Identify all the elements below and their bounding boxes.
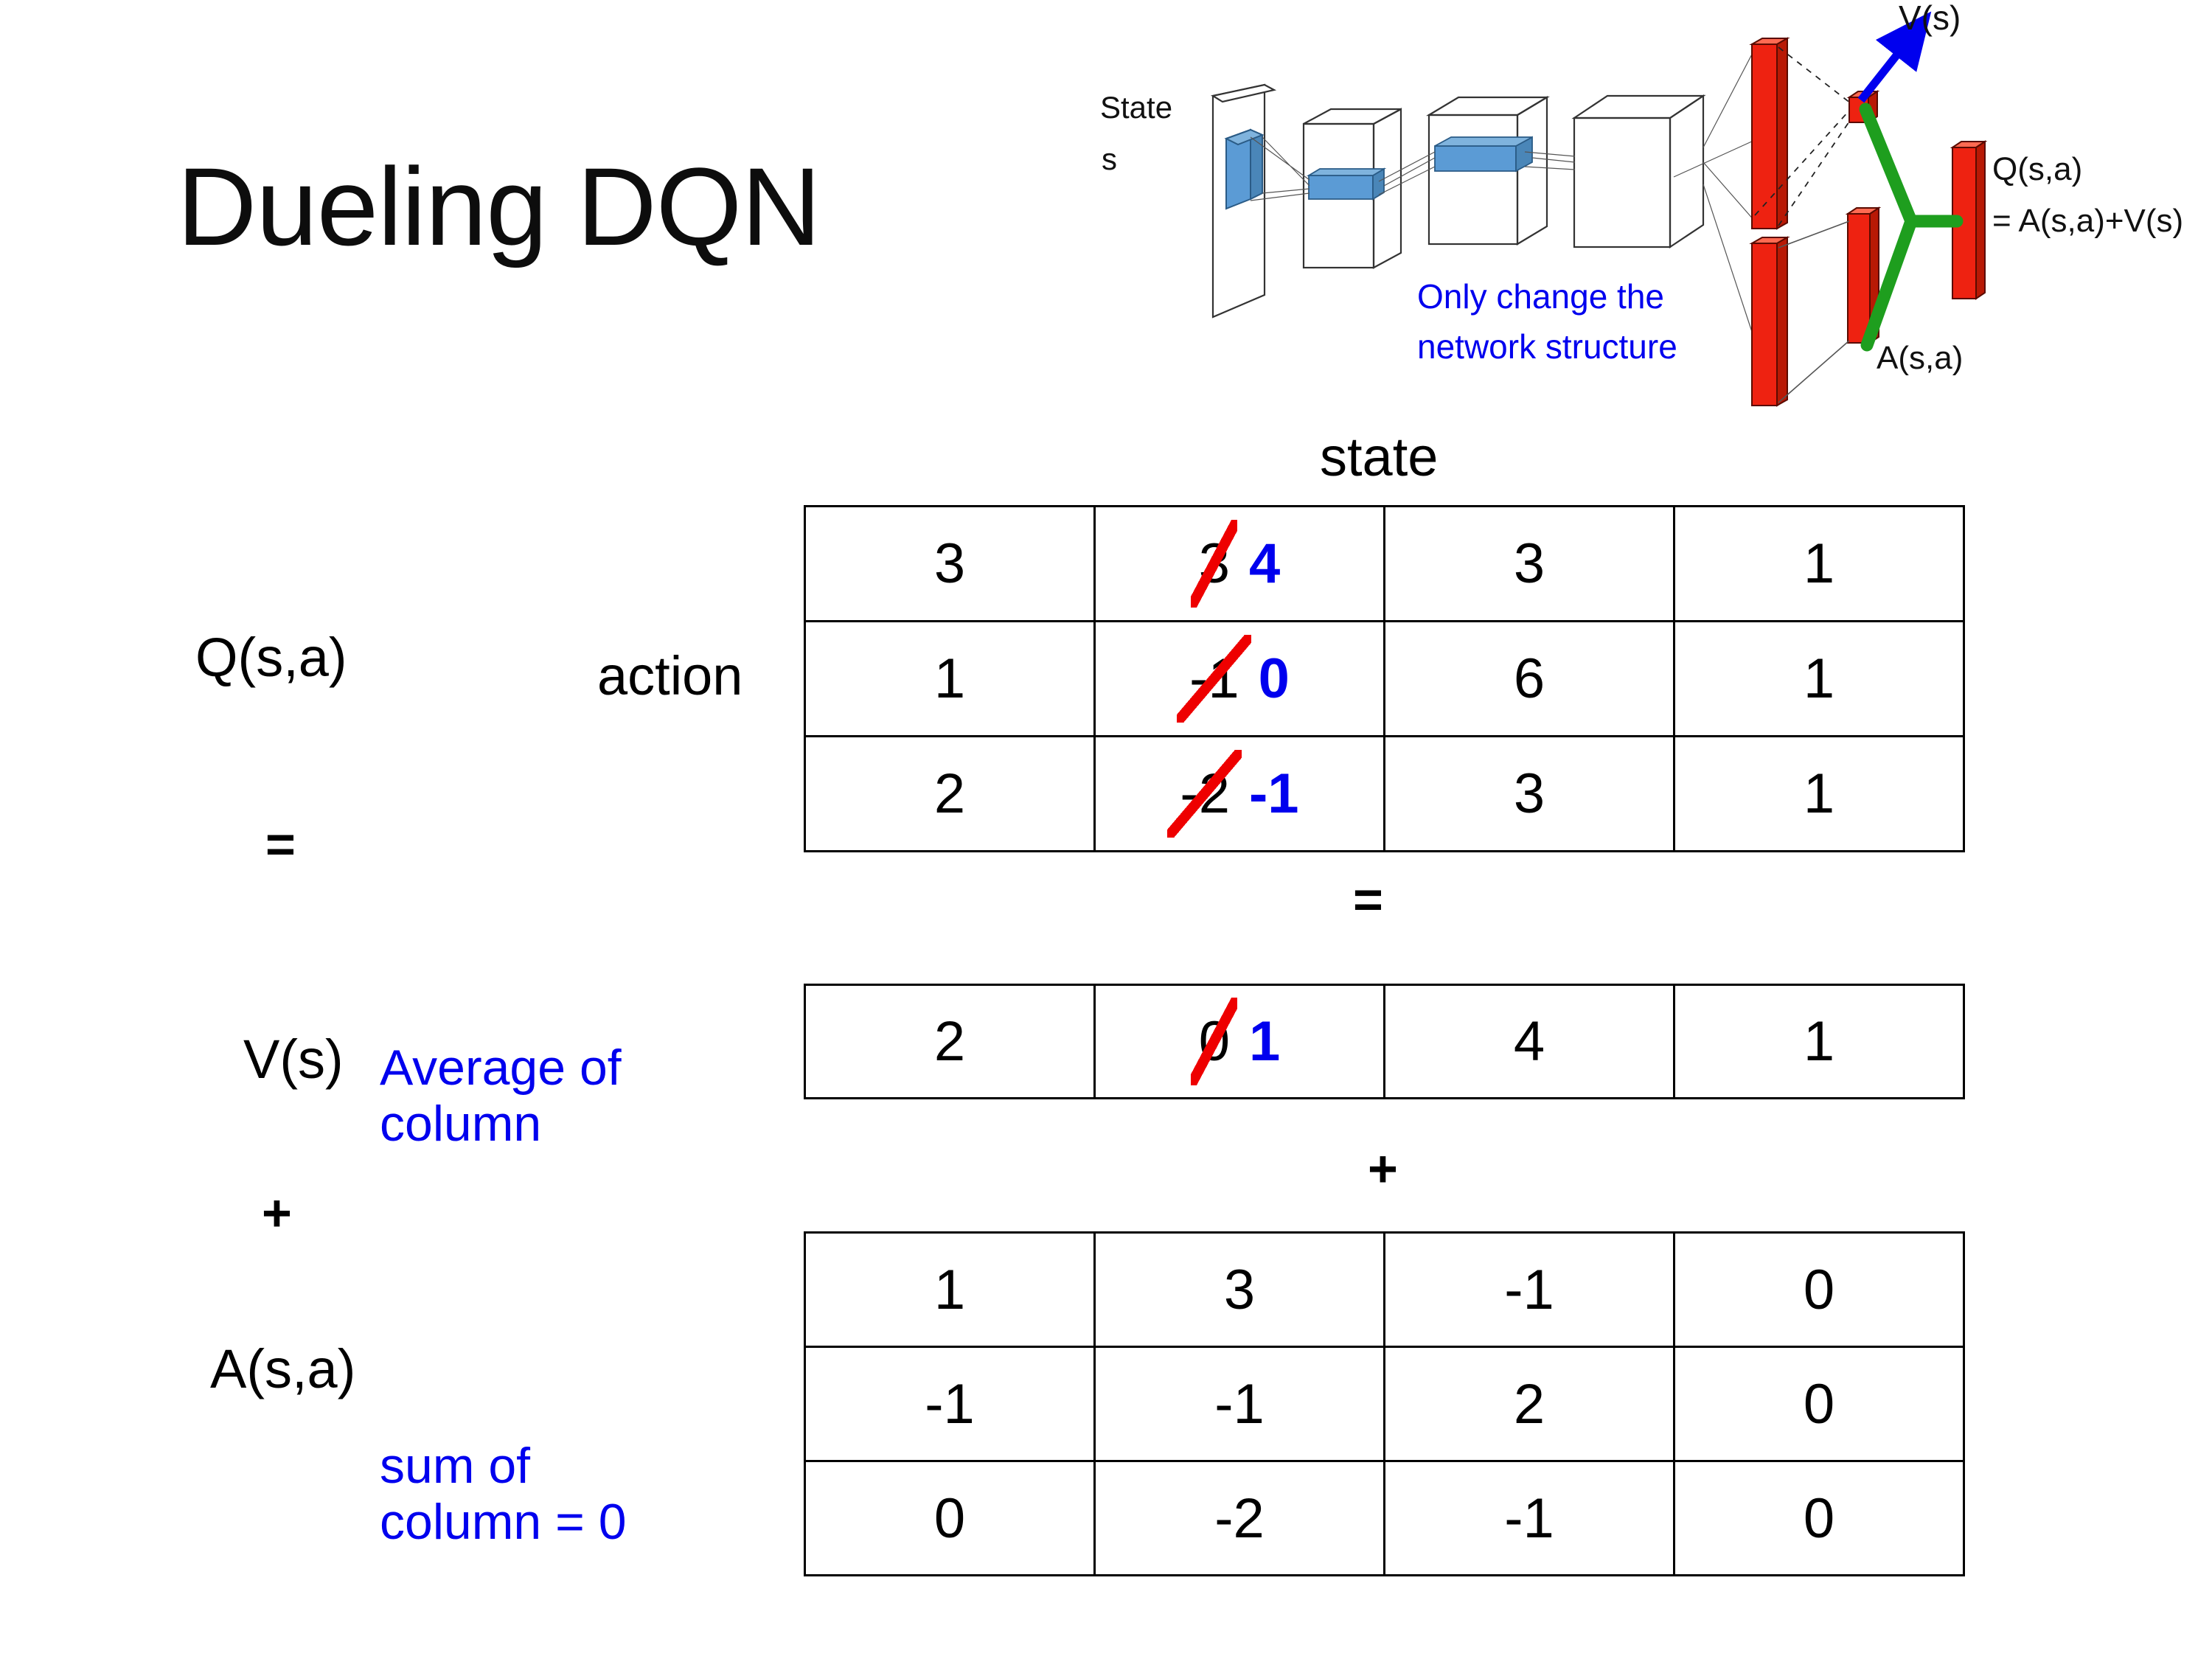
q-cell-r1c1-old-value: -1 <box>1176 635 1251 723</box>
q-cell-r2c1: -2 -1 <box>1093 735 1385 852</box>
q-value-table: 3 3 4 3 1 1 -1 0 6 1 2 -2 -1 3 1 <box>804 505 1965 852</box>
table-row: 0 -2 -1 0 <box>804 1460 1965 1576</box>
q-cell-r1c2: 6 <box>1383 620 1675 737</box>
a-cell-r1c2: 2 <box>1383 1346 1675 1462</box>
operator-plus-middle: + <box>1368 1140 1398 1197</box>
diagram-a-output-label: A(s,a) <box>1877 340 1963 376</box>
v-cell-c1-new-value: 1 <box>1249 1010 1281 1073</box>
table-row: 3 3 4 3 1 <box>804 505 1965 622</box>
table-row: 1 3 -1 0 <box>804 1231 1965 1348</box>
label-v-function: V(s) <box>243 1029 344 1090</box>
operator-plus-left: + <box>262 1184 292 1242</box>
q-cell-r0c3: 1 <box>1673 505 1965 622</box>
a-cell-r2c0: 0 <box>804 1460 1096 1576</box>
dueling-network-diagram: State s V(s) A(s,a) Q(s,a) = A(s,a)+V(s)… <box>1091 0 2212 413</box>
a-cell-r0c2: -1 <box>1383 1231 1675 1348</box>
q-cell-r0c1: 3 4 <box>1093 505 1385 622</box>
v-value-table: 2 0 1 4 1 <box>804 984 1965 1099</box>
diagram-state-label: State <box>1100 90 1172 125</box>
a-cell-r1c1: -1 <box>1093 1346 1385 1462</box>
operator-equals-left: = <box>265 815 296 873</box>
a-value-table: 1 3 -1 0 -1 -1 2 0 0 -2 -1 0 <box>804 1231 1965 1576</box>
table-row: 1 -1 0 6 1 <box>804 620 1965 737</box>
note-sum-of-column: sum of column = 0 <box>380 1438 627 1551</box>
q-cell-r0c1-old-value: 3 <box>1190 520 1238 608</box>
operator-equals-middle: = <box>1353 871 1383 928</box>
diagram-q-output-label-line2: = A(s,a)+V(s) <box>1992 203 2183 239</box>
v-cell-c1: 0 1 <box>1093 984 1385 1099</box>
q-cell-r2c2: 3 <box>1383 735 1675 852</box>
table-row: 2 -2 -1 3 1 <box>804 735 1965 852</box>
label-a-function: A(s,a) <box>210 1338 356 1399</box>
v-cell-c0: 2 <box>804 984 1096 1099</box>
table-row: -1 -1 2 0 <box>804 1346 1965 1462</box>
q-cell-r1c3: 1 <box>1673 620 1965 737</box>
q-cell-r1c0: 1 <box>804 620 1096 737</box>
diagram-v-output-label: V(s) <box>1899 0 1961 37</box>
label-q-function: Q(s,a) <box>195 627 347 688</box>
q-cell-r2c3: 1 <box>1673 735 1965 852</box>
v-cell-c1-old-value: 0 <box>1190 998 1238 1085</box>
label-state-axis: state <box>1320 426 1439 487</box>
label-action-axis: action <box>597 645 743 706</box>
q-cell-r2c1-old-value: -2 <box>1166 750 1242 838</box>
diagram-state-sublabel: s <box>1102 142 1117 176</box>
q-cell-r0c1-new-value: 4 <box>1249 532 1281 595</box>
q-cell-r1c1: -1 0 <box>1093 620 1385 737</box>
note-average-of-column: Average of column <box>380 1040 622 1152</box>
a-cell-r0c0: 1 <box>804 1231 1096 1348</box>
v-cell-c3: 1 <box>1673 984 1965 1099</box>
table-row: 2 0 1 4 1 <box>804 984 1965 1099</box>
a-cell-r1c0: -1 <box>804 1346 1096 1462</box>
diagram-annotation-line2: network structure <box>1417 327 1677 366</box>
a-cell-r1c3: 0 <box>1673 1346 1965 1462</box>
a-cell-r2c2: -1 <box>1383 1460 1675 1576</box>
q-cell-r2c1-new-value: -1 <box>1249 762 1299 825</box>
q-cell-r2c0: 2 <box>804 735 1096 852</box>
diagram-annotation-line1: Only change the <box>1417 277 1664 316</box>
a-cell-r2c1: -2 <box>1093 1460 1385 1576</box>
q-cell-r0c2: 3 <box>1383 505 1675 622</box>
q-cell-r1c1-new-value: 0 <box>1258 647 1290 710</box>
page-title: Dueling DQN <box>177 145 821 268</box>
a-cell-r0c3: 0 <box>1673 1231 1965 1348</box>
a-cell-r0c1: 3 <box>1093 1231 1385 1348</box>
v-cell-c2: 4 <box>1383 984 1675 1099</box>
q-cell-r0c0: 3 <box>804 505 1096 622</box>
a-cell-r2c3: 0 <box>1673 1460 1965 1576</box>
diagram-q-output-label-line1: Q(s,a) <box>1992 151 2082 187</box>
